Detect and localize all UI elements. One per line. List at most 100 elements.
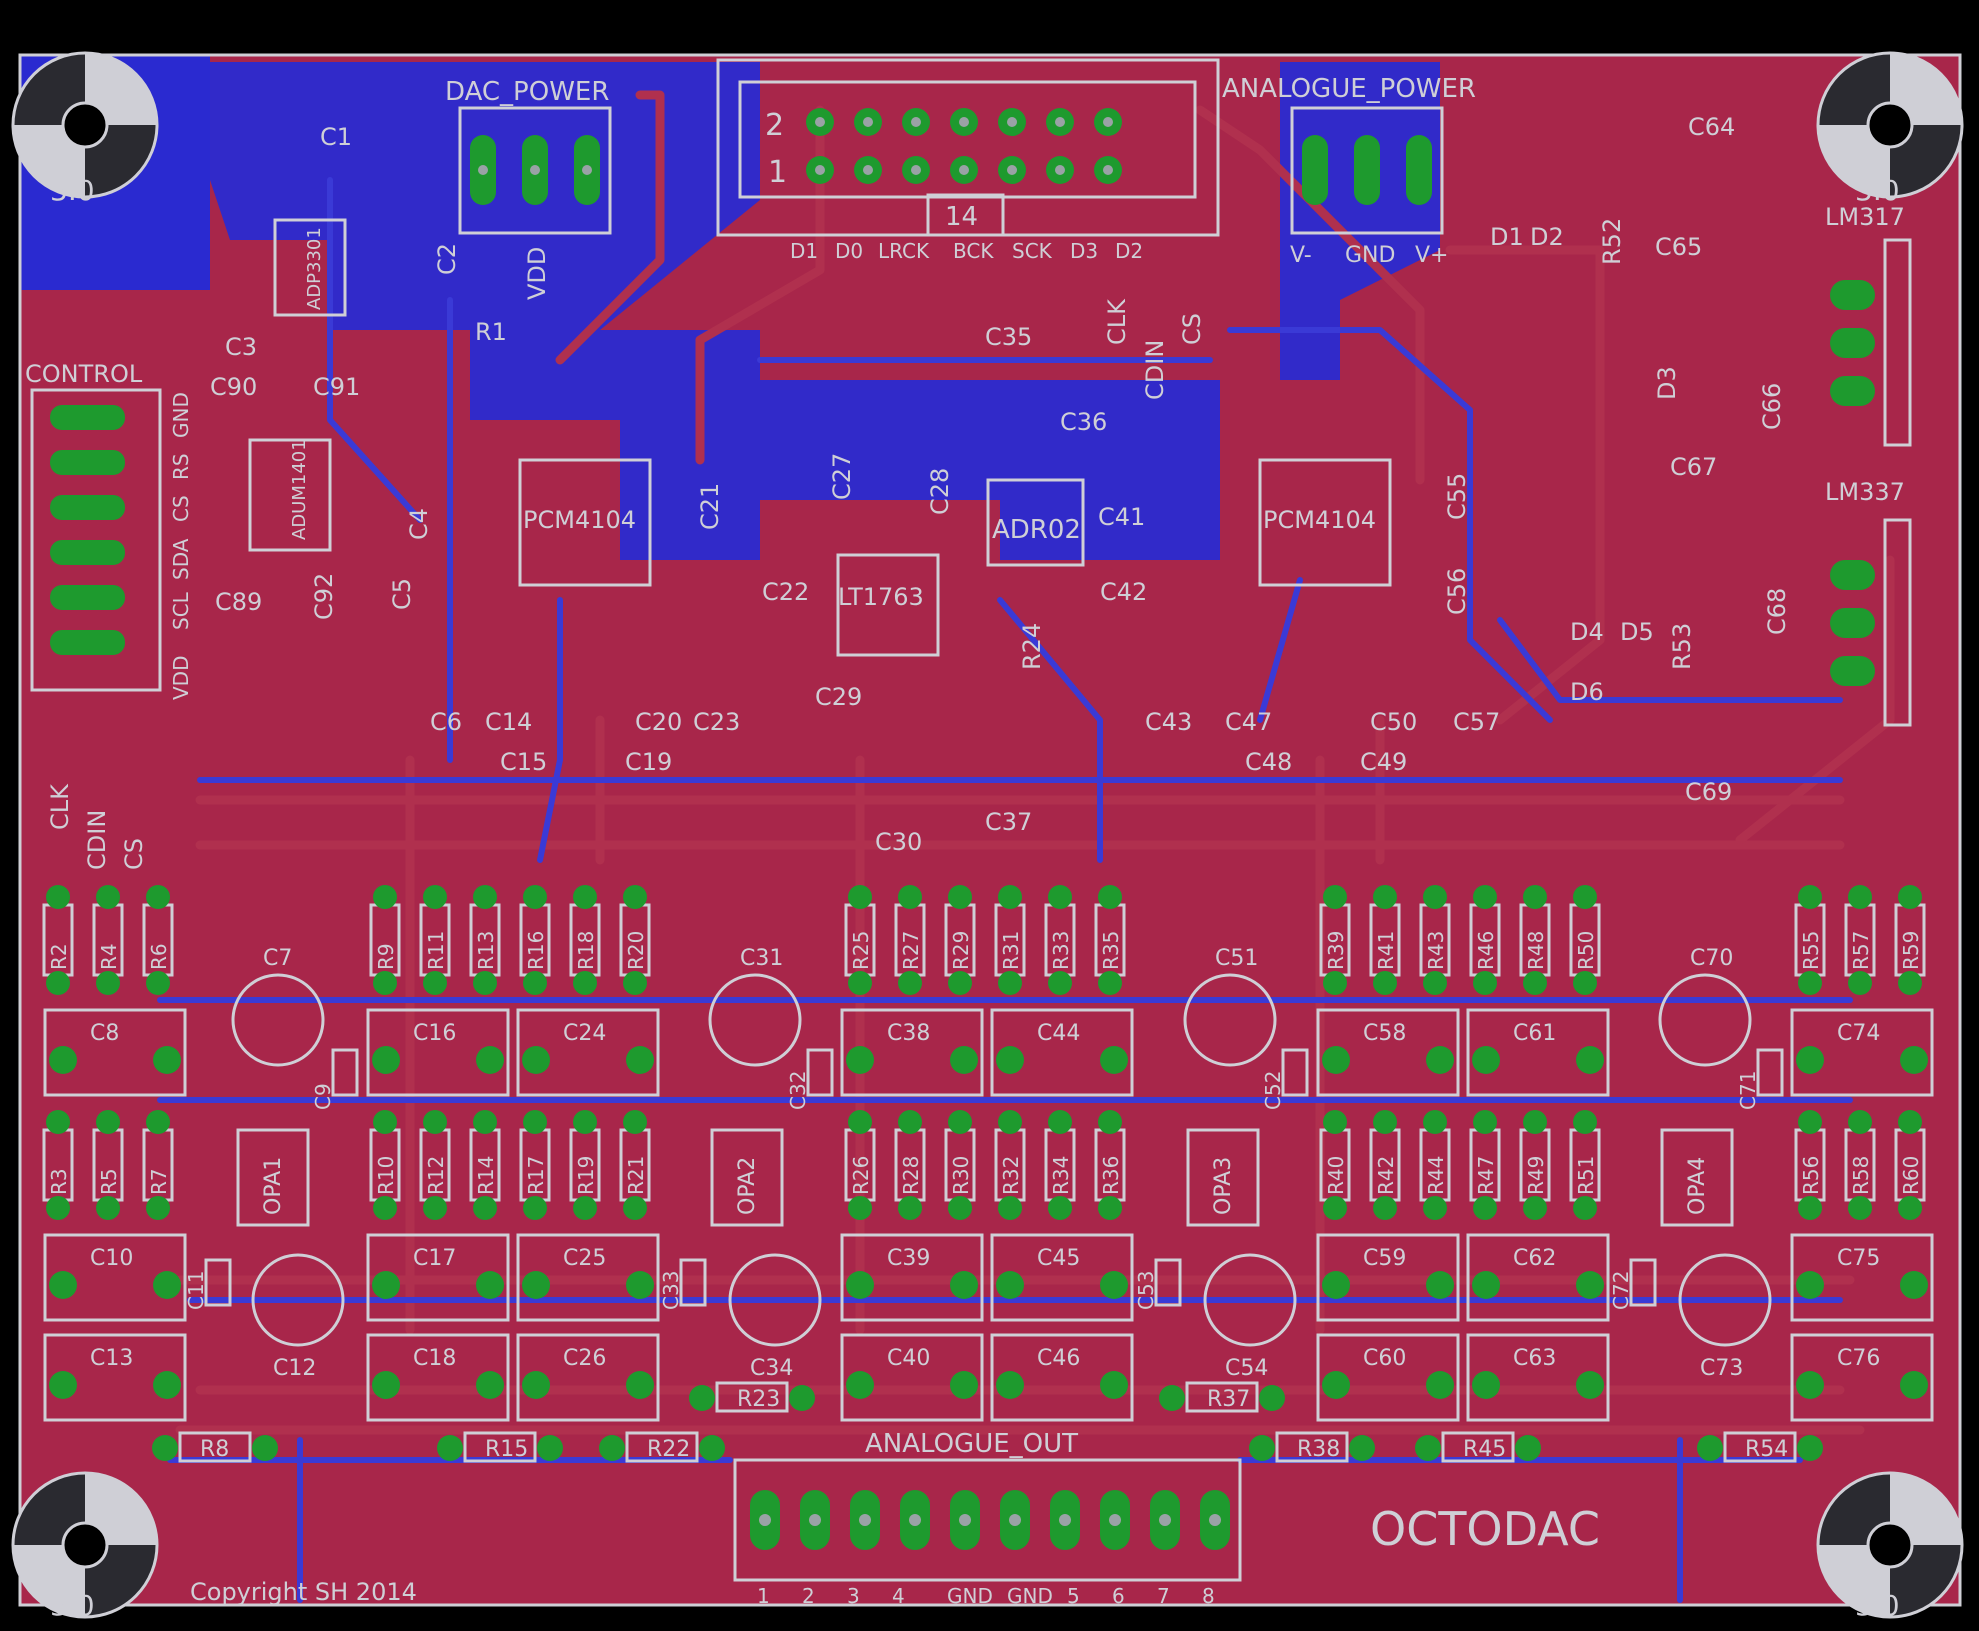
resistor-pad	[523, 885, 547, 909]
component-label: R20	[624, 931, 648, 970]
ic-lt1763: LT1763	[836, 553, 940, 657]
cap-pad	[1322, 1046, 1350, 1074]
electrolytic-capacitor	[728, 1253, 822, 1347]
cap-pad	[1100, 1371, 1128, 1399]
resistor-pad	[252, 1435, 278, 1461]
electrolytic-capacitor	[1183, 973, 1277, 1067]
component-label: R56	[1799, 1156, 1823, 1195]
film-capacitor	[43, 1333, 187, 1422]
component-label: R18	[574, 931, 598, 970]
component-label: C70	[1690, 946, 1733, 971]
component-label: C1	[320, 123, 352, 151]
component-label: R26	[849, 1156, 873, 1195]
resistor-pad	[1573, 885, 1597, 909]
ic-opa4: OPA4	[1660, 1128, 1734, 1227]
cap-pad	[1796, 1046, 1824, 1074]
component-label: C36	[1060, 408, 1107, 436]
electrolytic-capacitor	[1678, 1253, 1772, 1347]
cap-pad	[476, 1371, 504, 1399]
resistor-pad	[96, 971, 120, 995]
i2s-pin-bck: BCK	[953, 239, 994, 263]
film-capacitor	[366, 1233, 510, 1322]
component-label: D4	[1570, 618, 1604, 646]
component-label: R58	[1849, 1156, 1873, 1195]
component-label: R37	[1207, 1387, 1250, 1412]
component-label: R19	[574, 1156, 598, 1195]
bottom-trace	[1257, 577, 1303, 723]
component-label: C48	[1245, 748, 1292, 776]
pin-hole	[863, 117, 873, 127]
component-label: C40	[887, 1346, 930, 1371]
component-label: C66	[1758, 383, 1786, 430]
cap-pad	[522, 1046, 550, 1074]
cap-pad	[996, 1371, 1024, 1399]
cap-pad	[626, 1046, 654, 1074]
ic-label: ADP3301	[304, 227, 325, 310]
resistor-pad	[437, 1435, 463, 1461]
out-pin-label: 3	[847, 1584, 860, 1608]
control-pin-vdd: VDD	[169, 656, 193, 700]
resistor-pad	[96, 1196, 120, 1220]
film-capacitor	[1316, 1333, 1460, 1422]
component-label: C53	[1134, 1271, 1158, 1310]
film-capacitor	[990, 1008, 1134, 1097]
resistor-pad	[1423, 1110, 1447, 1134]
resistor-pad	[1848, 971, 1872, 995]
resistor-pad	[373, 1196, 397, 1220]
resistor-pad	[623, 1110, 647, 1134]
resistor-pad	[948, 971, 972, 995]
component-label: C19	[625, 748, 672, 776]
cap-pad	[1426, 1271, 1454, 1299]
component-label: R16	[524, 931, 548, 970]
component-label: R49	[1524, 1156, 1548, 1195]
pin-hole	[863, 165, 873, 175]
component-label: R50	[1574, 931, 1598, 970]
resistor-pad	[1697, 1435, 1723, 1461]
component-label: R60	[1899, 1156, 1923, 1195]
cap-pad	[1576, 1046, 1604, 1074]
resistor-pad	[423, 1196, 447, 1220]
pin-hole	[959, 1514, 971, 1526]
bottom-trace	[997, 597, 1103, 863]
resistor-pad	[1048, 971, 1072, 995]
dac-power-connector: DAC_POWER VDD	[445, 77, 612, 300]
connector-label: ANALOGUE_POWER	[1222, 74, 1476, 104]
cap-pad	[1426, 1046, 1454, 1074]
component-label: C89	[215, 588, 262, 616]
film-capacitor	[1316, 1008, 1460, 1097]
cap-pad	[1100, 1046, 1128, 1074]
clk-label: CLK	[46, 783, 74, 830]
resistor-pad	[373, 885, 397, 909]
ic-opa2: OPA2	[710, 1128, 784, 1227]
ic-label: OPA2	[735, 1157, 760, 1215]
component-label: R21	[624, 1156, 648, 1195]
resistor-body	[178, 1431, 252, 1463]
cap-pad	[1472, 1046, 1500, 1074]
component-label: R28	[899, 1156, 923, 1195]
resistor-pad	[1423, 885, 1447, 909]
resistor-pad	[46, 971, 70, 995]
component-label: C73	[1700, 1356, 1743, 1381]
cap-pad	[476, 1271, 504, 1299]
component-label: C21	[696, 483, 724, 530]
component-label: R25	[849, 931, 873, 970]
resistor-pad	[573, 1196, 597, 1220]
smd-capacitor	[1629, 1258, 1657, 1307]
component-label: R42	[1374, 1156, 1398, 1195]
electrolytic-capacitor	[1658, 973, 1752, 1067]
resistor-pad	[1373, 1110, 1397, 1134]
cap-pad	[1322, 1371, 1350, 1399]
resistor-pad	[1473, 1196, 1497, 1220]
film-capacitor	[366, 1008, 510, 1097]
out-pin-label: 2	[802, 1584, 815, 1608]
clk-label: CLK	[1103, 298, 1131, 345]
ic-label: ADR02	[992, 515, 1081, 545]
resistor-pad	[848, 1196, 872, 1220]
control-pin-gnd: GND	[169, 392, 193, 438]
resistor-pad	[1323, 1110, 1347, 1134]
cap-pad	[372, 1046, 400, 1074]
component-label: R2	[47, 943, 71, 970]
component-label: C37	[985, 808, 1032, 836]
component-label: R30	[949, 1156, 973, 1195]
